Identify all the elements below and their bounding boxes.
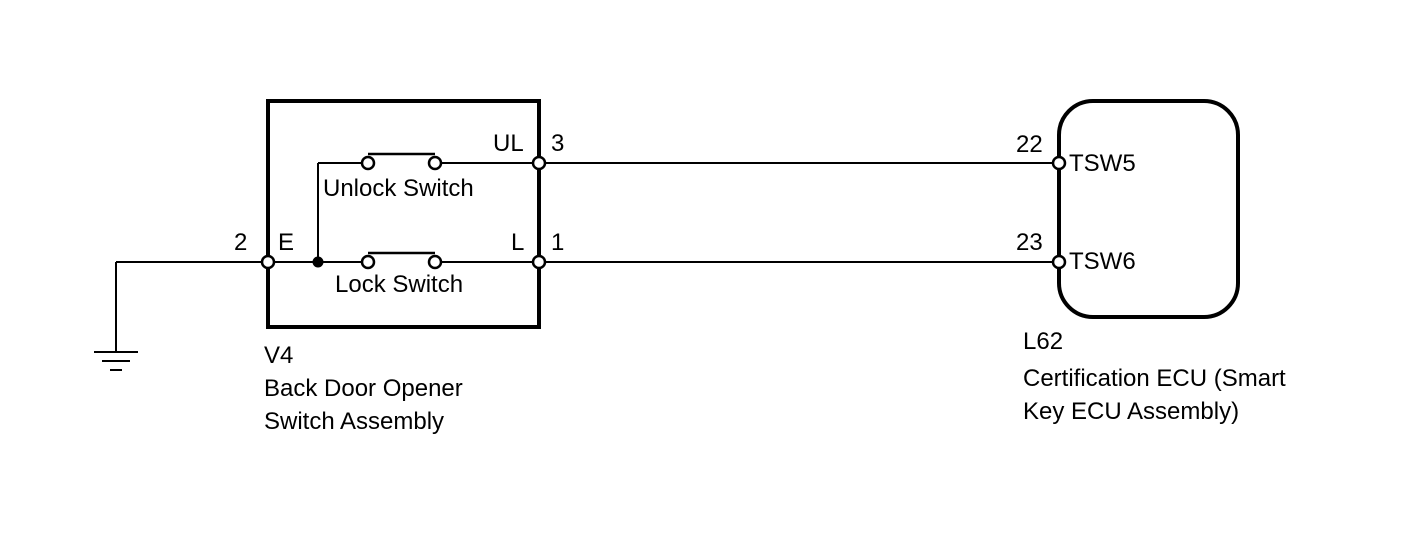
junction-dot xyxy=(312,256,324,268)
pin-l-terminal xyxy=(531,254,547,270)
ecu-name-line2: Key ECU Assembly) xyxy=(1023,398,1239,425)
pin-tsw6-name: TSW6 xyxy=(1069,248,1136,275)
pin-tsw5-number: 22 xyxy=(1016,131,1043,158)
internal-wiring xyxy=(274,162,533,263)
pin-ul-name: UL xyxy=(493,130,524,157)
ecu-connector: L62 xyxy=(1023,328,1063,355)
ecu-box xyxy=(1057,99,1240,319)
pin-e-number: 2 xyxy=(234,229,247,256)
pin-tsw5-name: TSW5 xyxy=(1069,150,1136,177)
pin-tsw6-number: 23 xyxy=(1016,229,1043,256)
ecu-name-line1: Certification ECU (Smart xyxy=(1023,365,1286,392)
pin-l-number: 1 xyxy=(551,229,564,256)
ground-symbol xyxy=(94,262,138,371)
pin-e-terminal xyxy=(260,254,276,270)
lock-switch-label: Lock Switch xyxy=(335,271,463,298)
pin-ul-number: 3 xyxy=(551,130,564,157)
pin-ul-terminal xyxy=(531,155,547,171)
pin-l-name: L xyxy=(511,229,524,256)
pin-tsw5-terminal xyxy=(1051,155,1067,171)
lock-switch xyxy=(360,251,443,270)
unlock-switch xyxy=(360,152,443,171)
pin-e-name: E xyxy=(278,229,294,256)
switch-assembly-name-line1: Back Door Opener xyxy=(264,375,463,402)
unlock-switch-label: Unlock Switch xyxy=(323,175,474,202)
pin-tsw6-terminal xyxy=(1051,254,1067,270)
switch-assembly-connector: V4 xyxy=(264,342,293,369)
switch-assembly-name-line2: Switch Assembly xyxy=(264,408,444,435)
switch-assembly-box xyxy=(266,99,541,329)
